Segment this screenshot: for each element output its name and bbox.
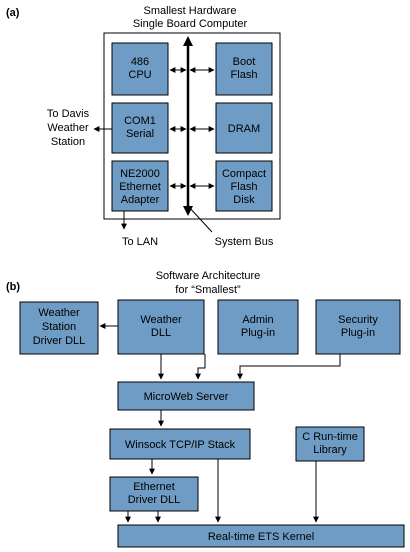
ws-driver-label-3: Driver DLL	[33, 335, 86, 347]
ethernet-driver-box	[109, 476, 199, 512]
microweb-label: MicroWeb Server	[144, 391, 229, 403]
ethernet-box	[111, 160, 169, 212]
davis-label-2: Weather	[47, 122, 89, 134]
weather-station-driver-box	[19, 301, 99, 355]
bus-arrowhead-top	[183, 36, 193, 46]
serial-label-2: Serial	[126, 128, 154, 140]
eth-driver-label-2: Driver DLL	[128, 494, 181, 506]
panel-label-a: (a)	[6, 7, 20, 19]
dram-label: DRAM	[228, 123, 260, 135]
weather-dll-label-1: Weather	[140, 314, 182, 326]
security-to-microweb-arrow	[237, 354, 341, 380]
security-plugin-box	[315, 299, 401, 355]
serial-box	[111, 102, 169, 154]
admin-label-1: Admin	[242, 314, 273, 326]
ethernet-label-1: NE2000	[120, 168, 160, 180]
eth-driver-label-1: Ethernet	[133, 481, 175, 493]
compact-flash-box	[215, 160, 273, 212]
weather-dll-label-2: DLL	[151, 327, 171, 339]
security-label-1: Security	[338, 314, 378, 326]
kernel-label: Real-time ETS Kernel	[208, 531, 314, 543]
ethernet-label-3: Adapter	[121, 194, 160, 206]
winsock-label: Winsock TCP/IP Stack	[125, 439, 236, 451]
ws-driver-label-1: Weather	[38, 307, 80, 319]
davis-label-1: To Davis	[47, 108, 90, 120]
davis-label-3: Station	[51, 136, 85, 148]
compact-flash-label-3: Disk	[233, 194, 255, 206]
hardware-title-line2: Single Board Computer	[133, 18, 248, 30]
ethernet-label-2: Ethernet	[119, 181, 161, 193]
bus-label-leader	[187, 205, 213, 233]
boot-flash-label-1: Boot	[233, 56, 256, 68]
security-label-2: Plug-in	[341, 327, 375, 339]
microweb-server-box	[117, 381, 255, 411]
ws-driver-label-2: Station	[42, 321, 76, 333]
compact-flash-label-1: Compact	[222, 168, 266, 180]
boot-flash-box	[215, 42, 273, 96]
dram-box	[215, 102, 273, 154]
admin-label-2: Plug-in	[241, 327, 275, 339]
software-diagram: (b) Software Architecture for “Smallest”…	[6, 270, 405, 548]
boot-flash-label-2: Flash	[231, 69, 258, 81]
winsock-stack-box	[109, 428, 251, 460]
weather-dll-box	[117, 299, 205, 355]
c-runtime-box	[295, 426, 365, 462]
panel-label-b: (b)	[6, 281, 20, 293]
ets-kernel-box	[117, 524, 405, 548]
cpu-label-2: CPU	[128, 69, 151, 81]
crt-label-1: C Run-time	[302, 431, 358, 443]
compact-flash-label-2: Flash	[231, 181, 258, 193]
hardware-diagram: (a) Smallest Hardware Single Board Compu…	[6, 5, 281, 248]
lan-label: To LAN	[122, 236, 158, 248]
admin-plugin-box	[217, 299, 299, 355]
cpu-box	[111, 42, 169, 96]
hardware-title-line1: Smallest Hardware	[144, 5, 237, 17]
admin-to-microweb-arrow	[195, 354, 206, 380]
cpu-label-1: 486	[131, 56, 149, 68]
software-title-line2: for “Smallest”	[175, 284, 241, 296]
software-title-line1: Software Architecture	[156, 270, 261, 282]
system-bus-label: System Bus	[215, 236, 274, 248]
crt-label-2: Library	[313, 444, 347, 456]
serial-label-1: COM1	[124, 115, 156, 127]
